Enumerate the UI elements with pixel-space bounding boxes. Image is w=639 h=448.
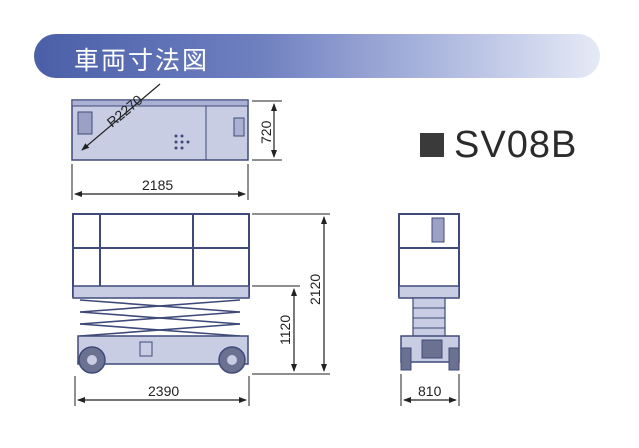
side-length-label: 2390 [148,383,179,399]
model-label: SV08B [420,123,578,166]
top-length-label: 2185 [142,177,173,193]
side-guard-rails [72,213,250,297]
front-platform-deck [398,285,460,299]
control-box [77,111,93,135]
top-view: R2270 720 2185 [71,83,282,200]
vent-pattern [174,134,190,150]
side-panel-slot [139,341,153,357]
radius-leader [81,83,161,151]
front-control-box [431,217,445,243]
front-width-label: 810 [418,383,442,399]
title-banner: 車両寸法図 [34,34,600,78]
platform-height-label: 1120 [277,315,293,345]
front-view: 810 [398,213,460,406]
model-name: SV08B [454,123,578,166]
scissor-arms [79,299,241,337]
page-title: 車両寸法図 [74,46,210,75]
front-left-wheel [400,347,412,371]
top-width-label: 720 [258,120,274,144]
overall-height-label: 2120 [307,274,323,305]
top-view-body [71,99,249,161]
front-right-wheel [448,347,460,371]
square-bullet-icon [420,133,444,157]
side-platform-deck [72,285,250,299]
front-battery [421,339,443,359]
side-view: 2390 1120 2120 [72,213,330,406]
top-view-guard-rail [71,99,249,107]
top-view-latch [233,117,245,137]
front-guard-rails [398,213,460,297]
